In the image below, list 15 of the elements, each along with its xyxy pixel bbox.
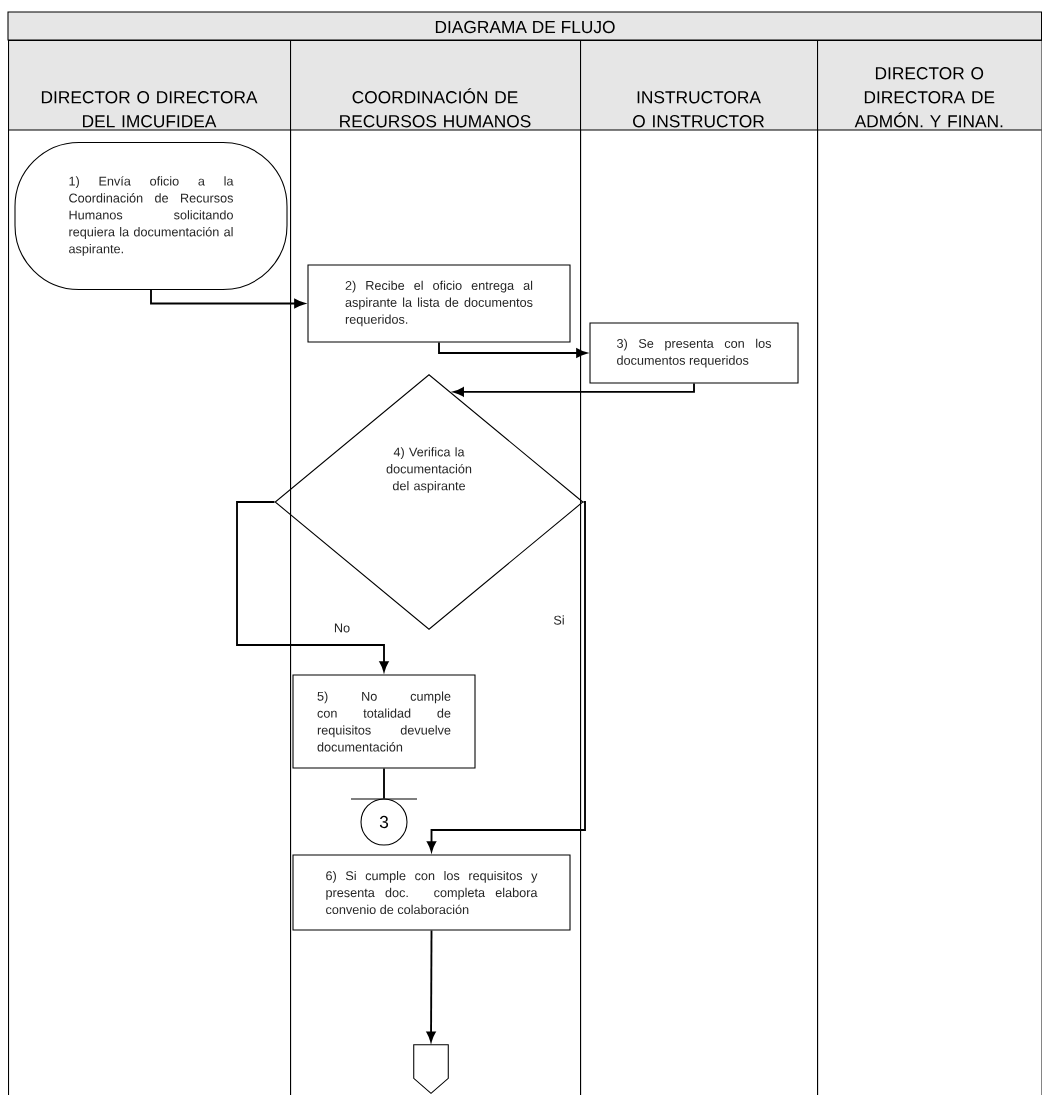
edge-label: Si xyxy=(552,614,566,626)
arrow xyxy=(426,501,586,852)
arrow xyxy=(236,501,389,672)
process-box: 2) Recibe el oficio entrega al aspirante la lista de documentos requeridos. xyxy=(307,264,571,343)
process-box: 3) Se presenta con los documentos requeridos xyxy=(589,322,799,384)
off-page-connector xyxy=(413,1044,449,1094)
arrow xyxy=(150,289,305,309)
swimlane: DIRECTOR O DIRECTORA DE ADMÓN. Y FINAN. xyxy=(816,40,1042,1095)
start-terminal: 1) Envía oficio a la Coordinación de Recursos Humanos solicitando requiera la documentación al aspirante. xyxy=(14,141,288,291)
arrow xyxy=(453,382,695,397)
process-box: 6) Si cumple con los requisitos y presenta doc. completa elabora convenio de colaboración xyxy=(292,854,571,931)
arrow xyxy=(426,929,436,1043)
arrow xyxy=(438,341,587,358)
title-band: DIAGRAMA DE FLUJO xyxy=(7,11,1042,41)
process-box: 5) No cumple con totalidad de requisitos devuelve documentación xyxy=(292,674,476,769)
